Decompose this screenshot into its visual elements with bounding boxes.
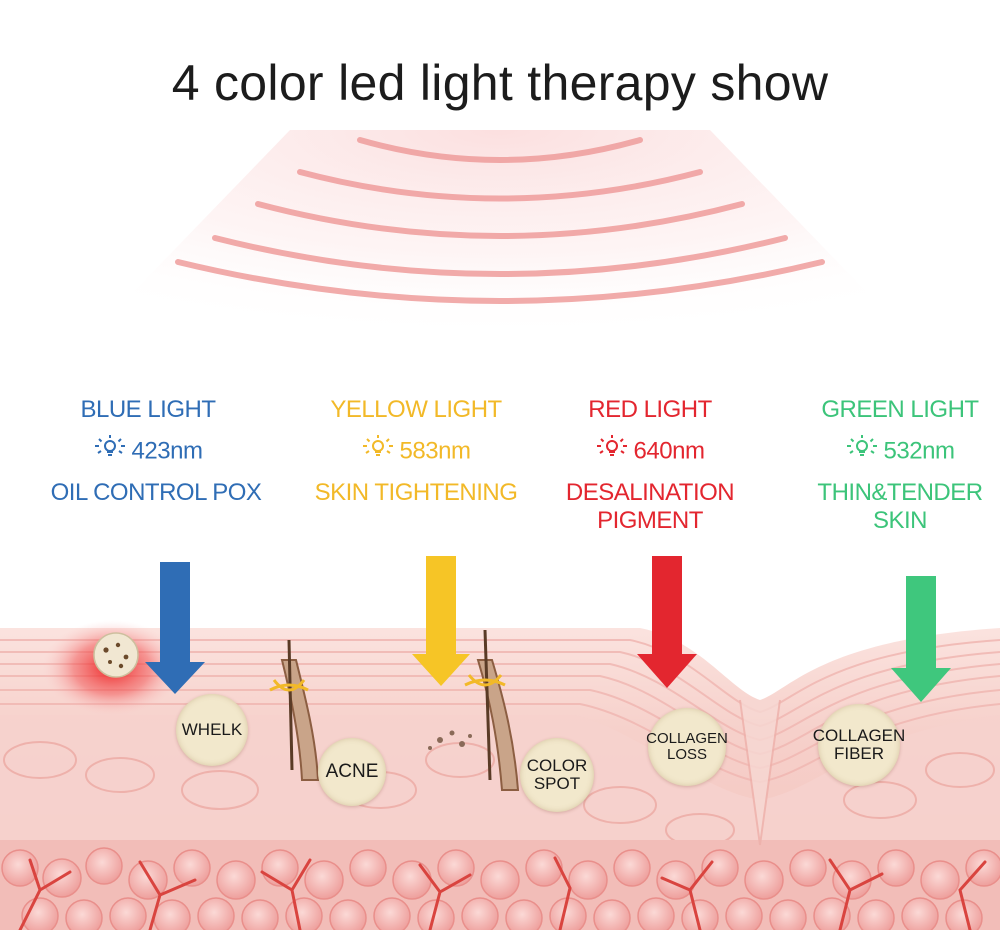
light-effect: OIL CONTROL POX xyxy=(50,479,262,508)
light-effect-line: THIN&TENDER xyxy=(817,478,983,506)
bubble-text: LOSS xyxy=(666,746,708,763)
bubble-text: COLLAGEN xyxy=(646,730,728,748)
light-wave-arcs xyxy=(175,137,825,304)
hair-follicle-1 xyxy=(269,639,320,781)
light-bulb-icon xyxy=(596,434,628,469)
light-name: GREEN LIGHT xyxy=(821,396,979,423)
blue-light-arrow xyxy=(145,562,205,694)
bubble-text: ACNE xyxy=(325,761,379,783)
dermis-band xyxy=(0,715,1000,845)
light-wavelength-row: 423nm xyxy=(58,434,238,469)
acne-label: ACNE xyxy=(318,738,386,806)
light-wavelength: 423nm xyxy=(131,437,203,465)
light-bulb-icon xyxy=(362,434,394,469)
red-light-info: RED LIGHT 640nm DESALINATION PIGMENT xyxy=(560,396,740,536)
hair-follicle-2 xyxy=(464,629,520,791)
light-wavelength-row: 532nm xyxy=(810,434,990,469)
light-effect: SKIN TIGHTENING xyxy=(306,479,526,508)
pigment-speckles xyxy=(428,730,472,750)
light-bulb-icon xyxy=(94,434,126,469)
light-effect: THIN&TENDER SKIN xyxy=(810,479,990,537)
light-effect-line: SKIN TIGHTENING xyxy=(314,478,518,506)
bubble-text: WHELK xyxy=(181,720,243,740)
light-effect-line: DESALINATION xyxy=(565,478,735,506)
light-effect-line: OIL CONTROL POX xyxy=(50,478,262,506)
bubble-text: COLLAGEN xyxy=(812,726,906,746)
color-spot-label: COLOR SPOT xyxy=(520,738,594,812)
red-light-arrow xyxy=(637,556,697,688)
light-wavelength-row: 583nm xyxy=(318,434,514,469)
whelk-label: WHELK xyxy=(176,694,248,766)
yellow-light-info: YELLOW LIGHT 583nm SKIN TIGHTENING xyxy=(315,396,518,507)
collagen-loss-label: COLLAGEN LOSS xyxy=(646,708,728,786)
green-light-info: GREEN LIGHT 532nm THIN&TENDER SKIN xyxy=(810,396,990,536)
light-effect-line: PIGMENT xyxy=(597,507,703,535)
light-effect-line: SKIN xyxy=(872,507,928,535)
light-wavelength: 532nm xyxy=(883,437,955,465)
light-cone xyxy=(0,130,1000,430)
green-light-arrow xyxy=(891,576,951,702)
light-name: BLUE LIGHT xyxy=(80,396,216,423)
light-wavelength-row: 640nm xyxy=(560,434,740,469)
light-name: RED LIGHT xyxy=(588,396,712,423)
light-effect: DESALINATION PIGMENT xyxy=(550,479,750,537)
whelk-bump xyxy=(93,632,139,678)
page-title: 4 color led light therapy show xyxy=(171,55,829,111)
blood-vessels xyxy=(18,856,987,930)
blue-light-info: BLUE LIGHT 423nm OIL CONTROL POX xyxy=(51,396,262,507)
collagen-fiber-label: COLLAGEN FIBER xyxy=(813,704,905,786)
bubble-text: SPOT xyxy=(533,774,581,793)
bubble-text: FIBER xyxy=(833,744,885,763)
light-bulb-icon xyxy=(846,434,878,469)
yellow-light-arrow xyxy=(412,556,470,686)
fat-cells xyxy=(1,847,1000,930)
bubble-text: COLOR xyxy=(526,756,588,776)
light-wavelength: 640nm xyxy=(633,437,705,465)
light-wavelength: 583nm xyxy=(399,437,471,465)
skin-fold xyxy=(739,699,781,846)
light-name: YELLOW LIGHT xyxy=(330,396,502,423)
